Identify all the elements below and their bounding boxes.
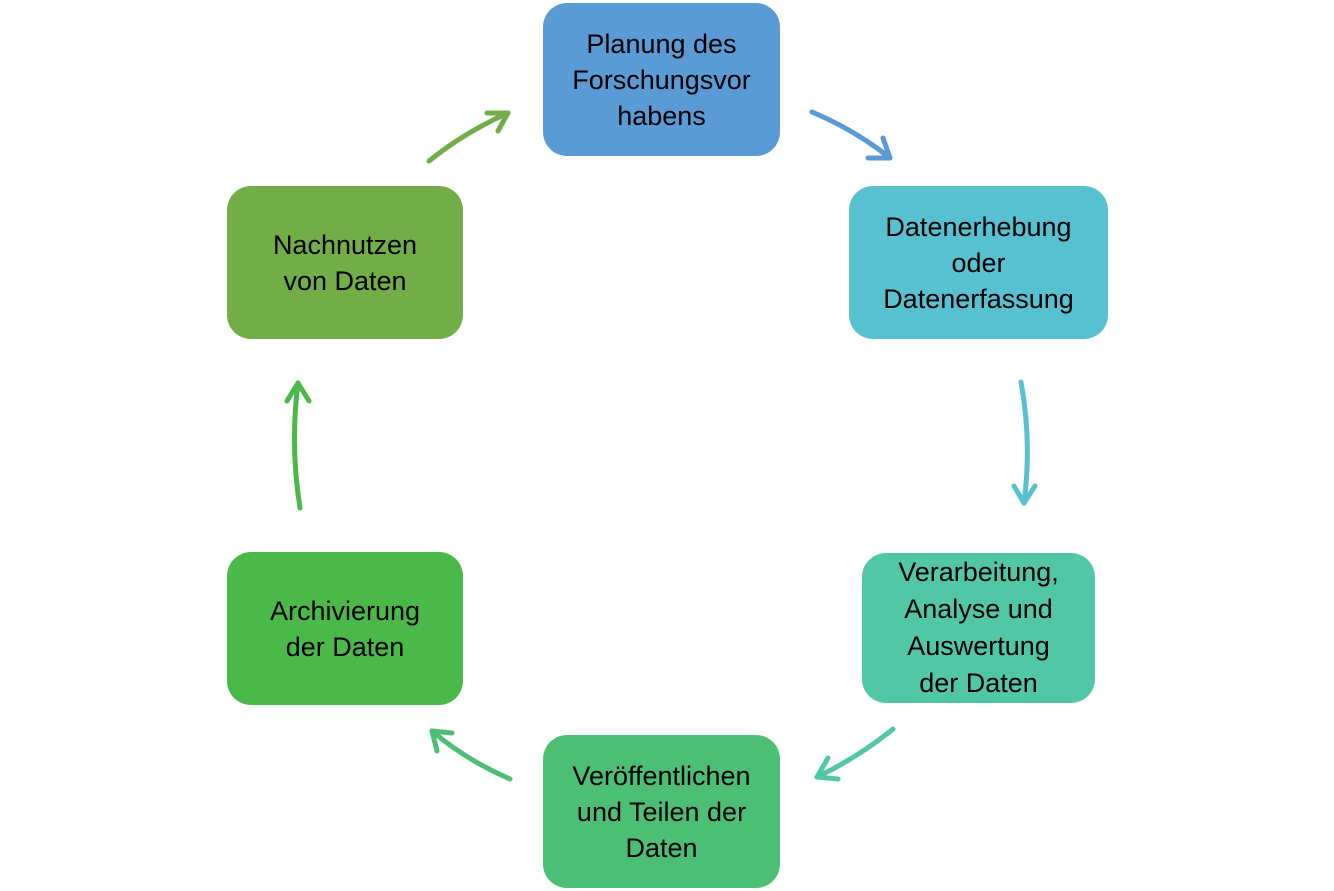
- arrow-planning-to-collection: [809, 109, 893, 161]
- arrow-reuse-to-planning: [426, 110, 511, 164]
- step-publishing: Veröffentlichen und Teilen der Daten: [543, 735, 780, 888]
- step-data-processing: Verarbeitung, Analyse und Auswertung der…: [862, 553, 1095, 703]
- step-archiving: Archivierung der Daten: [227, 552, 463, 705]
- arrow-publishing-to-archiving: [429, 728, 513, 782]
- step-planning: Planung des Forschungsvor habens: [543, 3, 780, 156]
- arrow-processing-to-publishing: [814, 726, 896, 782]
- arrow-archiving-to-reuse: [284, 380, 312, 511]
- step-reuse: Nachnutzen von Daten: [227, 186, 463, 339]
- step-data-collection: Datenerhebung oder Datenerfassung: [849, 186, 1108, 339]
- arrow-collection-to-processing: [1011, 379, 1038, 506]
